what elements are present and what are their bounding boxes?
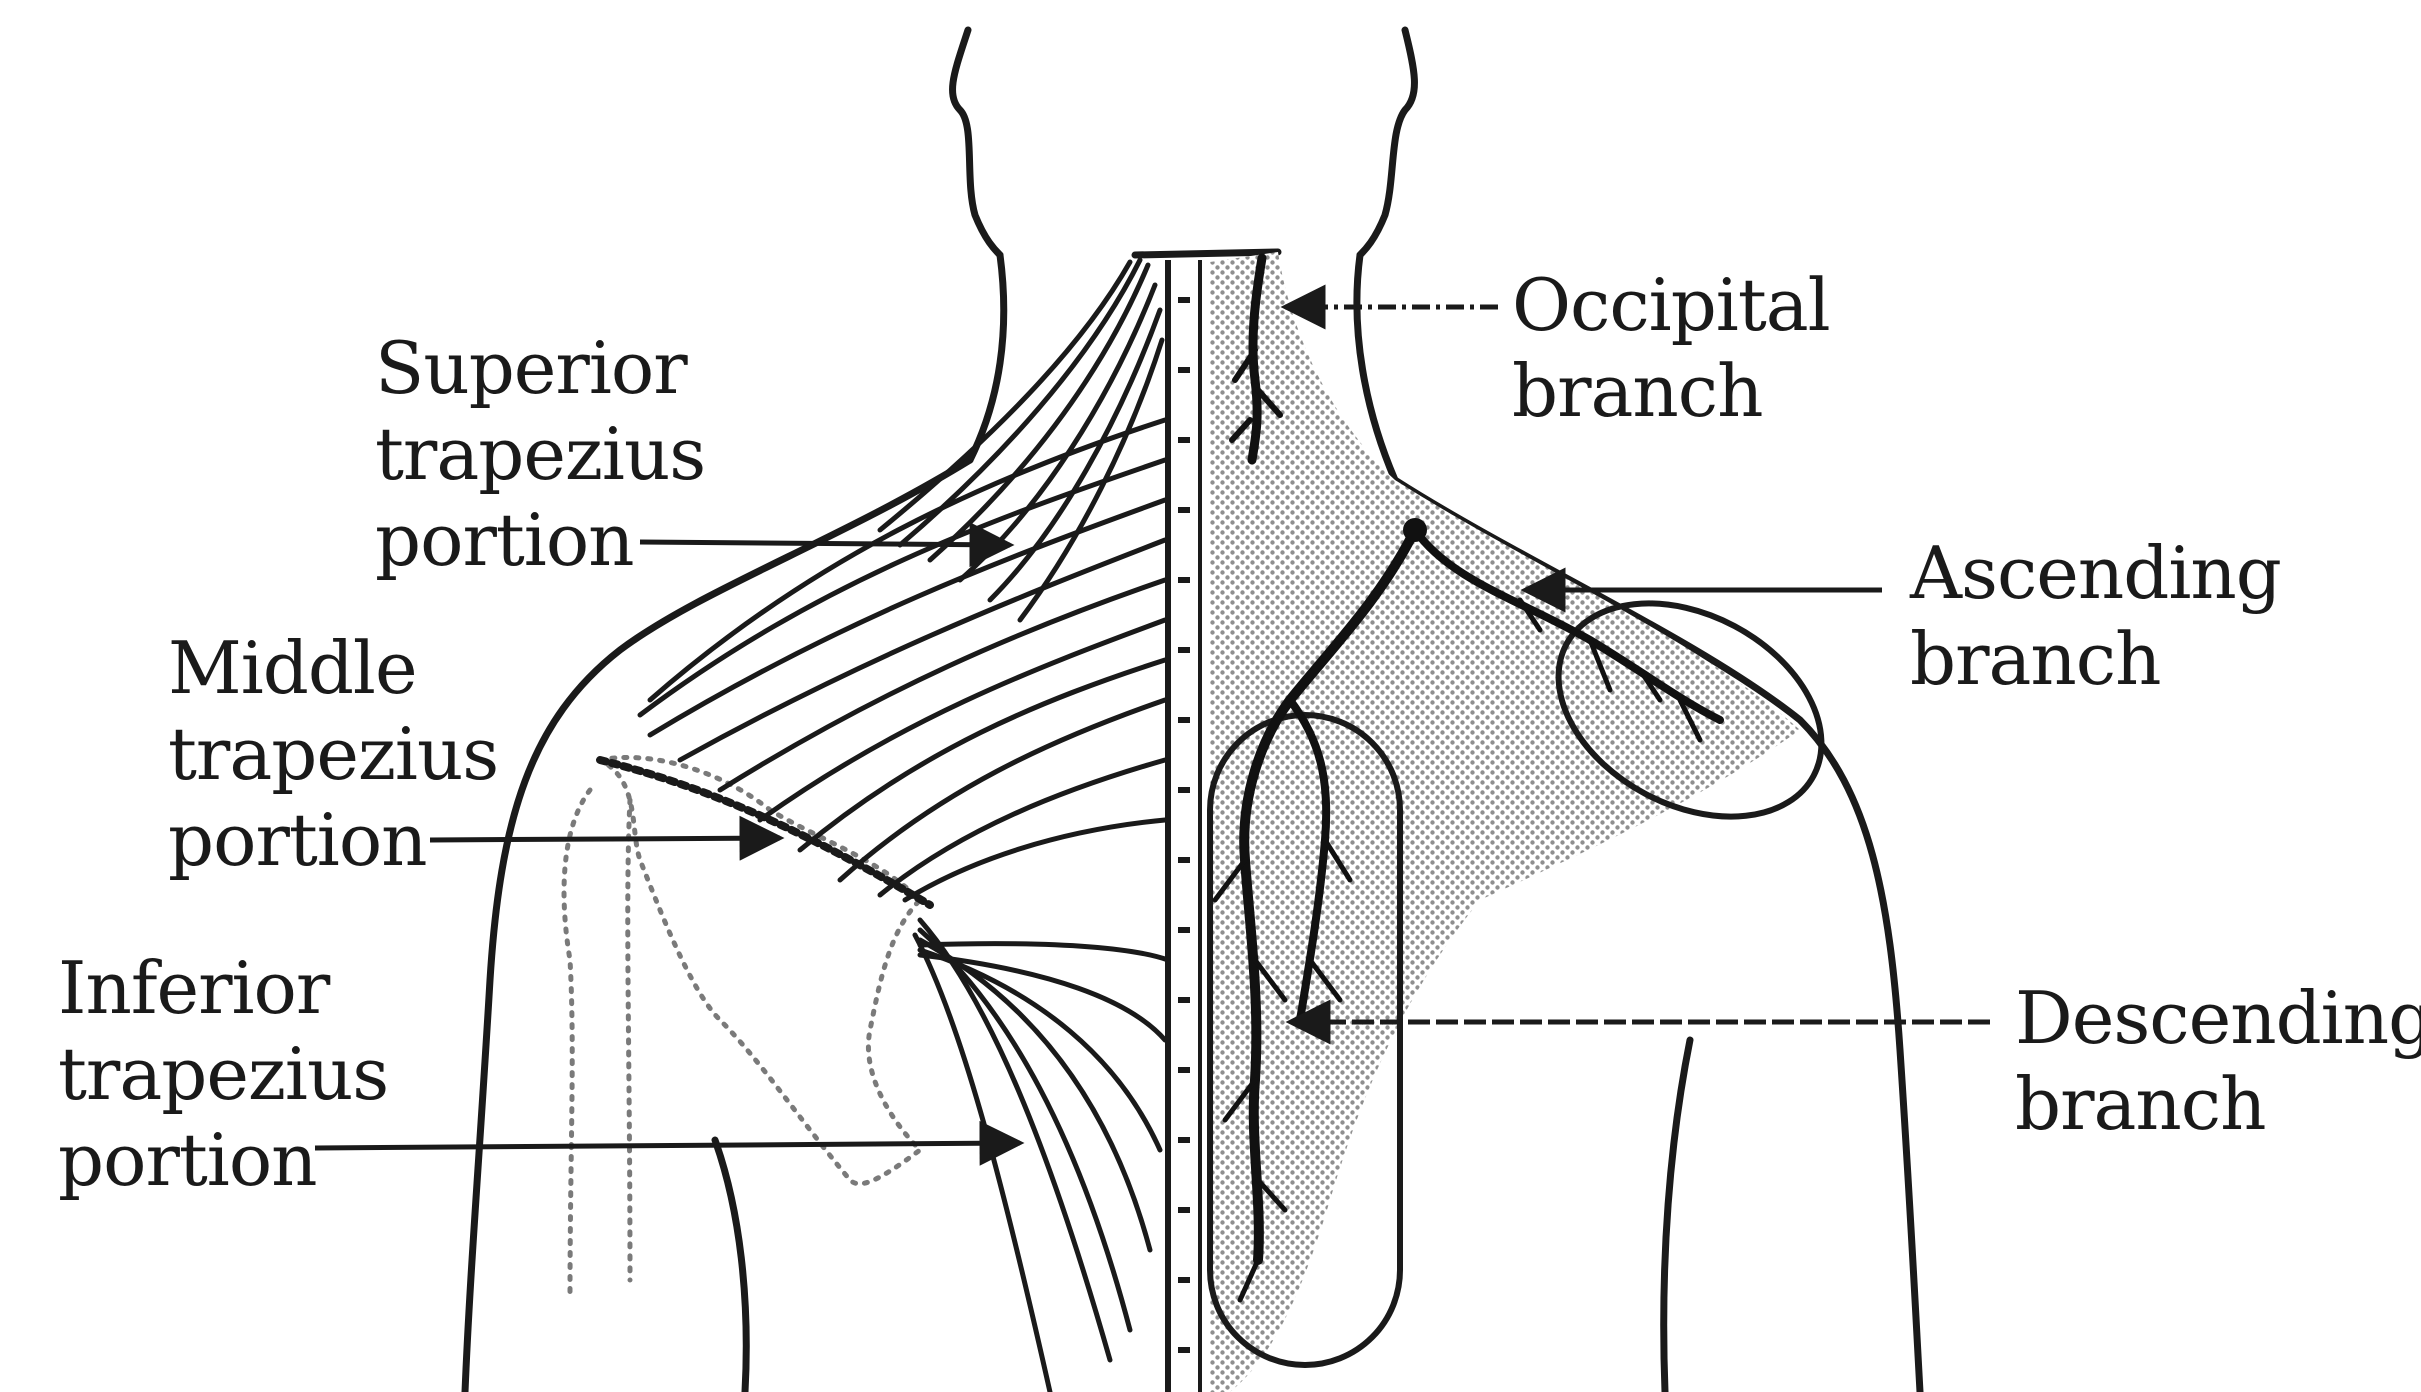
neck-left-contour [970, 255, 1004, 460]
label-line: trapezius [375, 411, 705, 497]
label-line: Occipital [1512, 262, 1830, 348]
label-line: portion [168, 797, 498, 883]
label-occipital-branch: Occipital branch [1512, 262, 1830, 434]
label-descending-branch: Descending branch [2015, 975, 2421, 1147]
label-middle-trapezius: Middle trapezius portion [168, 625, 498, 883]
label-line: branch [1512, 348, 1830, 434]
label-inferior-trapezius: Inferior trapezius portion [58, 945, 388, 1203]
label-line: portion [58, 1117, 388, 1203]
right-torso-contour [1664, 1040, 1690, 1392]
middle-fibers [640, 420, 1165, 900]
label-line: trapezius [168, 711, 498, 797]
label-line: branch [1910, 616, 2281, 702]
label-line: Ascending [1910, 530, 2281, 616]
head-left-contour [952, 30, 1000, 255]
left-torso-contour [715, 1140, 746, 1392]
label-ascending-branch: Ascending branch [1910, 530, 2281, 702]
label-line: Middle [168, 625, 498, 711]
label-line: trapezius [58, 1031, 388, 1117]
label-line: portion [375, 497, 705, 583]
label-line: branch [2015, 1061, 2421, 1147]
left-shoulder-contour [465, 460, 970, 1392]
head-right-contour [1360, 30, 1414, 255]
spine [1168, 260, 1200, 1392]
label-line: Descending [2015, 975, 2421, 1061]
label-line: Inferior [58, 945, 388, 1031]
inferior-fibers [915, 920, 1168, 1392]
superior-fibers [880, 260, 1162, 620]
label-line: Superior [375, 325, 705, 411]
label-superior-trapezius: Superior trapezius portion [375, 325, 705, 583]
neck-top-line [1135, 252, 1278, 255]
spine-of-scapula [600, 760, 930, 905]
